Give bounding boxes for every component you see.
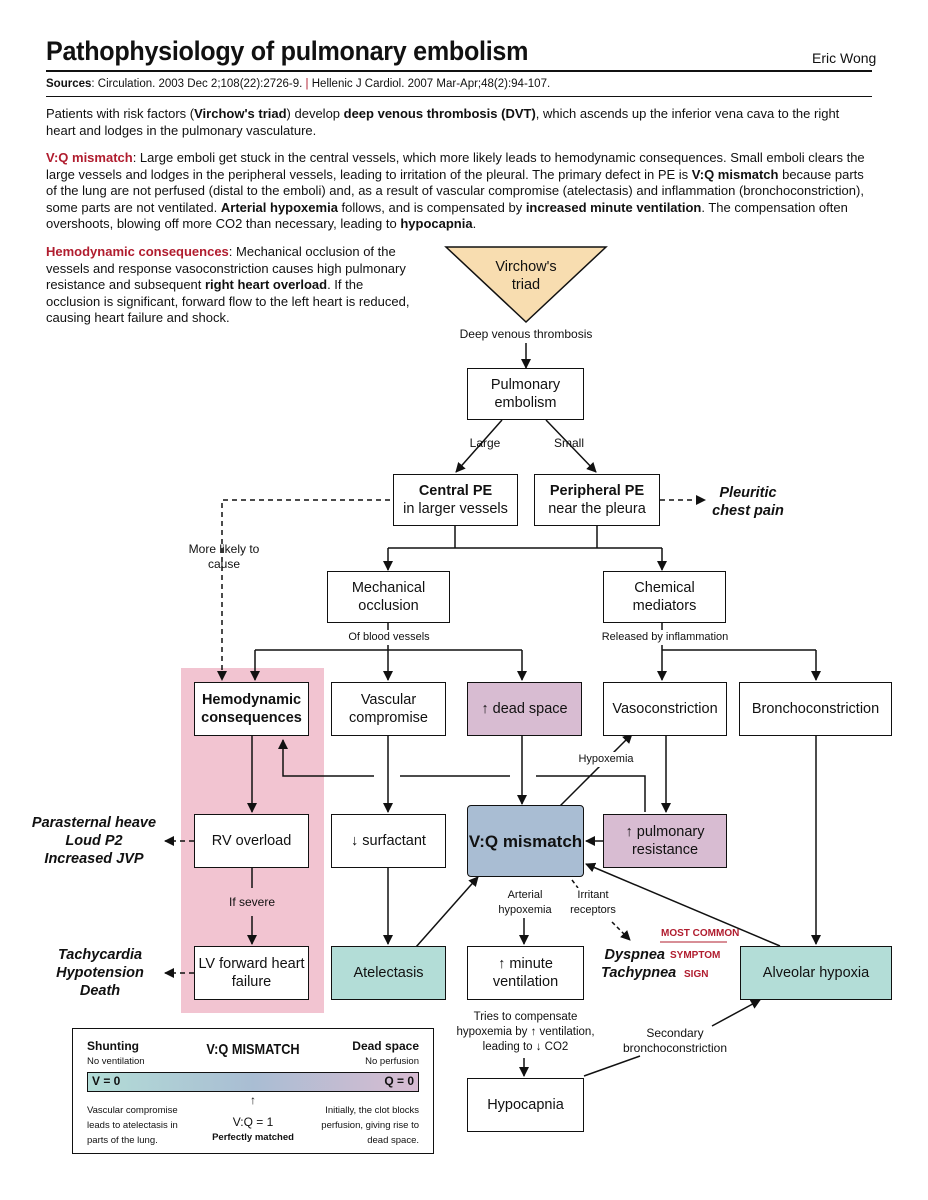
label-more-likely: More likely to cause xyxy=(188,542,260,571)
node-vq-mismatch: V:Q mismatch xyxy=(467,805,584,877)
legend-matched: Perfectly matched xyxy=(212,1132,294,1143)
node-rv-overload: RV overload xyxy=(194,814,309,868)
label-secondary-bronchoconstriction: Secondary bronchoconstriction xyxy=(622,1026,728,1055)
label-if-severe: If severe xyxy=(222,895,282,910)
author: Eric Wong xyxy=(812,50,877,66)
node-dead-space: ↑ dead space xyxy=(467,682,582,736)
legend-gradient-bar: V = 0 Q = 0 xyxy=(87,1072,419,1092)
node-mechanical-occlusion: Mechanical occlusion xyxy=(327,571,450,623)
legend-v0: V = 0 xyxy=(92,1074,121,1088)
label-hypoxemia: Hypoxemia xyxy=(574,752,638,767)
hemodynamic-paragraph: Hemodynamic consequences: Mechanical occ… xyxy=(46,244,410,326)
label-small: Small xyxy=(553,436,584,450)
intro-paragraph: Patients with risk factors (Virchow's tr… xyxy=(46,106,840,138)
label-dvt: Deep venous thrombosis xyxy=(459,327,593,341)
node-pulmonary-embolism: Pulmonary embolism xyxy=(467,368,584,420)
label-of-blood-vessels: Of blood vessels xyxy=(330,630,448,645)
legend-arrow: ↑ xyxy=(250,1093,256,1107)
node-decreased-surfactant: ↓ surfactant xyxy=(331,814,446,868)
legend-right-note: Initially, the clot blocks perfusion, gi… xyxy=(321,1105,419,1146)
label-tries-to-compensate: Tries to compensate hypoxemia by ↑ venti… xyxy=(448,1010,603,1055)
label-symptom: SYMPTOM xyxy=(670,950,721,961)
node-atelectasis: Atelectasis xyxy=(331,946,446,1000)
label-large: Large xyxy=(469,436,501,450)
node-alveolar-hypoxia: Alveolar hypoxia xyxy=(740,946,892,1000)
label-sign: SIGN xyxy=(684,969,709,980)
node-minute-ventilation: ↑ minute ventilation xyxy=(467,946,584,1000)
legend-shunting: Shunting xyxy=(87,1039,139,1053)
node-lv-forward-failure: LV forward heart failure xyxy=(194,946,309,1000)
sources-rule xyxy=(46,96,872,97)
label-released: Released by inflammation xyxy=(590,630,740,645)
node-vasoconstriction: Vasoconstriction xyxy=(603,682,727,736)
node-vascular-compromise: Vascular compromise xyxy=(331,682,446,736)
node-virchow-triad: Virchow's triad xyxy=(495,259,557,293)
node-chemical-mediators: Chemical mediators xyxy=(603,571,726,623)
legend-dead-space: Dead space xyxy=(352,1039,419,1053)
outcome-pleuritic-chest-pain: Pleuritic chest pain xyxy=(712,485,784,519)
label-irritant-receptors: Irritant receptors xyxy=(563,888,623,918)
title-rule xyxy=(46,70,872,72)
legend-title: V:Q MISMATCH xyxy=(206,1041,300,1058)
legend-left-note: Vascular compromise leads to atelectasis… xyxy=(87,1105,178,1146)
vq-legend: Shunting No ventilation V:Q MISMATCH Dea… xyxy=(72,1028,434,1154)
legend-no-perfusion: No perfusion xyxy=(365,1056,419,1067)
node-hypocapnia: Hypocapnia xyxy=(467,1078,584,1132)
label-arterial-hypoxemia: Arterial hypoxemia xyxy=(490,888,560,918)
legend-ratio: V:Q = 1 xyxy=(232,1115,274,1129)
virchow-triangle xyxy=(444,246,608,324)
label-most-common: MOST COMMON xyxy=(661,928,740,939)
page-title: Pathophysiology of pulmonary embolism xyxy=(46,36,529,66)
node-hemodynamic-consequences: Hemodynamic consequences xyxy=(194,682,309,736)
vq-paragraph: V:Q mismatch: Large emboli get stuck in … xyxy=(46,150,865,232)
sources-line: Sources: Circulation. 2003 Dec 2;108(22)… xyxy=(46,78,551,90)
legend-q0: Q = 0 xyxy=(384,1074,414,1088)
node-bronchoconstriction: Bronchoconstriction xyxy=(739,682,892,736)
node-pulmonary-resistance: ↑ pulmonary resistance xyxy=(603,814,727,868)
legend-no-ventilation: No ventilation xyxy=(87,1056,145,1067)
